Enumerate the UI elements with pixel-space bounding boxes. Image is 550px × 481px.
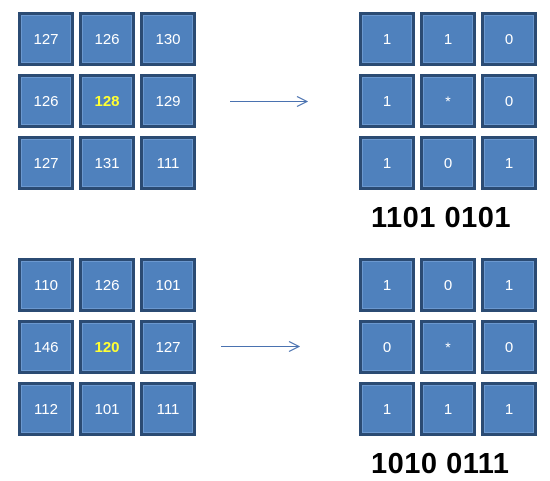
bit-cell: 0 [481, 320, 537, 374]
pixel-cell: 101 [140, 258, 196, 312]
bit-cell: 1 [359, 258, 415, 312]
bit-cell: 0 [481, 74, 537, 128]
bit-cell: 1 [481, 382, 537, 436]
pixel-cell: 129 [140, 74, 196, 128]
pixel-cell: 111 [140, 382, 196, 436]
pixel-cell: 131 [79, 136, 135, 190]
binary-pattern-grid-1: 1 1 0 1 * 0 1 0 1 [359, 12, 537, 190]
pixel-cell: 110 [18, 258, 74, 312]
bit-cell: 1 [359, 136, 415, 190]
neighborhood-grid-1: 127 126 130 126 128 129 127 131 111 [18, 12, 196, 190]
lbp-code-2: 1010 0111 [371, 448, 510, 480]
pixel-cell: 127 [18, 12, 74, 66]
pixel-cell: 126 [79, 258, 135, 312]
arrow-right-icon [230, 96, 308, 108]
pixel-cell: 130 [140, 12, 196, 66]
bit-cell: 1 [481, 258, 537, 312]
lbp-code-1: 1101 0101 [371, 202, 511, 234]
pixel-cell: 101 [79, 382, 135, 436]
bit-cell: 0 [420, 136, 476, 190]
bit-cell: 1 [420, 382, 476, 436]
center-marker-cell: * [420, 74, 476, 128]
pixel-cell: 111 [140, 136, 196, 190]
neighborhood-grid-2: 110 126 101 146 120 127 112 101 111 [18, 258, 196, 436]
pixel-cell: 127 [140, 320, 196, 374]
center-pixel-cell: 128 [79, 74, 135, 128]
pixel-cell: 146 [18, 320, 74, 374]
pixel-cell: 126 [18, 74, 74, 128]
binary-pattern-grid-2: 1 0 1 0 * 0 1 1 1 [359, 258, 537, 436]
center-marker-cell: * [420, 320, 476, 374]
bit-cell: 0 [481, 12, 537, 66]
bit-cell: 1 [359, 12, 415, 66]
bit-cell: 0 [420, 258, 476, 312]
bit-cell: 1 [359, 74, 415, 128]
pixel-cell: 112 [18, 382, 74, 436]
bit-cell: 1 [420, 12, 476, 66]
arrow-right-icon [221, 341, 300, 353]
pixel-cell: 126 [79, 12, 135, 66]
bit-cell: 1 [359, 382, 415, 436]
center-pixel-cell: 120 [79, 320, 135, 374]
pixel-cell: 127 [18, 136, 74, 190]
bit-cell: 0 [359, 320, 415, 374]
bit-cell: 1 [481, 136, 537, 190]
